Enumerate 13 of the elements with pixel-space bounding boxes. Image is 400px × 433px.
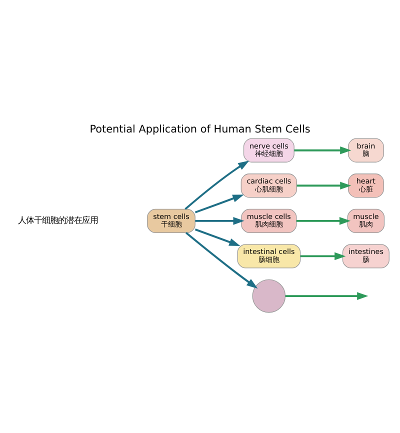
arrow: [294, 146, 352, 154]
label: 人体干细胞的潜在应用: [18, 216, 98, 226]
arrow: [300, 252, 346, 260]
arrow: [296, 181, 352, 190]
arrow: [194, 194, 244, 213]
arrow: [194, 228, 240, 246]
arrow: [185, 231, 258, 288]
arrow: [184, 160, 250, 210]
arrow: [296, 216, 351, 224]
arrow: [285, 292, 368, 300]
diagram-title: Potential Application of Human Stem Cells: [90, 123, 310, 136]
node-circle: [252, 278, 286, 312]
arrow: [195, 216, 244, 224]
